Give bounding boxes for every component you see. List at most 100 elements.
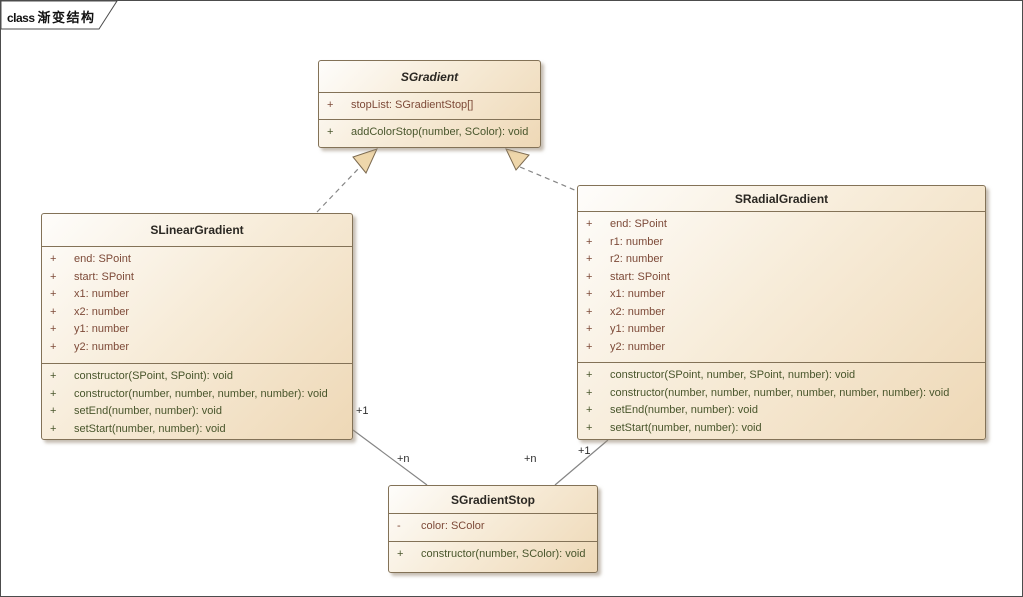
multiplicity-label-linear-target: +n: [397, 453, 410, 465]
frame-title: 渐变结构: [37, 10, 96, 25]
member-row: + constructor(SPoint, SPoint): void: [50, 368, 348, 386]
member-row: + r2: number: [586, 251, 981, 269]
association-linear-stop[interactable]: [352, 429, 428, 486]
visibility-marker: +: [50, 370, 57, 382]
visibility-marker: +: [50, 253, 57, 265]
member-row: + y1: number: [586, 321, 981, 339]
class-title: SGradient: [319, 61, 540, 93]
visibility-marker: +: [586, 270, 593, 283]
member-row: + r1: number: [586, 234, 981, 252]
attributes-compartment: + end: SPoint + start: SPoint + x1: numb…: [42, 247, 352, 364]
member-text: constructor(number, number, number, numb…: [74, 387, 328, 400]
visibility-marker: +: [586, 323, 593, 335]
inheritance-arrow-radial-icon: [505, 148, 530, 171]
member-row: - color: SColor: [397, 518, 593, 536]
member-text: y1: number: [610, 323, 666, 335]
visibility-marker: +: [586, 340, 593, 353]
member-text: setEnd(number, number): void: [74, 405, 222, 417]
class-box-sgradientstop[interactable]: SGradientStop - color: SColor + construc…: [388, 485, 598, 573]
member-row: + end: SPoint: [50, 251, 348, 269]
multiplicity-label-linear-source: +1: [356, 405, 369, 417]
frame-keyword: class: [7, 11, 35, 25]
member-row: + x2: number: [586, 304, 981, 322]
attributes-compartment: + end: SPoint + r1: number + r2: number …: [578, 212, 985, 363]
member-text: setStart(number, number): void: [74, 422, 226, 435]
methods-compartment: + constructor(SPoint, SPoint): void + co…: [42, 364, 352, 438]
member-text: y1: number: [74, 323, 130, 335]
methods-compartment: + constructor(number, SColor): void: [389, 542, 597, 564]
visibility-marker: +: [586, 369, 593, 381]
visibility-marker: +: [327, 126, 334, 138]
inheritance-arrow-linear-icon: [352, 148, 378, 174]
methods-compartment: + constructor(SPoint, number, SPoint, nu…: [578, 363, 985, 437]
member-text: x2: number: [610, 305, 666, 318]
visibility-marker: +: [586, 288, 593, 300]
member-row: + y2: number: [50, 339, 348, 357]
association-radial-stop[interactable]: [554, 439, 609, 486]
member-text: constructor(number, SColor): void: [421, 548, 586, 560]
member-text: constructor(number, number, number, numb…: [610, 386, 950, 399]
visibility-marker: +: [586, 235, 593, 248]
member-row: + setStart(number, number): void: [50, 421, 348, 439]
member-text: y2: number: [610, 340, 666, 353]
member-row: + x2: number: [50, 304, 348, 322]
visibility-marker: +: [50, 387, 57, 400]
multiplicity-label-radial-target: +n: [524, 453, 537, 465]
member-row: + y1: number: [50, 321, 348, 339]
member-row: + setEnd(number, number): void: [50, 403, 348, 421]
member-text: start: SPoint: [74, 270, 134, 283]
visibility-marker: +: [50, 305, 57, 318]
member-text: y2: number: [74, 340, 130, 353]
class-box-sradialgradient[interactable]: SRadialGradient + end: SPoint + r1: numb…: [577, 185, 986, 440]
member-row: + setStart(number, number): void: [586, 420, 981, 438]
multiplicity-label-radial-source: +1: [578, 445, 591, 457]
visibility-marker: +: [586, 218, 593, 230]
visibility-marker: +: [586, 421, 593, 434]
member-text: end: SPoint: [610, 218, 667, 230]
member-row: + constructor(SPoint, number, SPoint, nu…: [586, 367, 981, 385]
visibility-marker: +: [50, 323, 57, 335]
member-text: color: SColor: [421, 520, 485, 532]
member-row: + addColorStop(number, SColor): void: [327, 124, 536, 142]
member-text: x1: number: [610, 288, 666, 300]
member-row: + y2: number: [586, 339, 981, 357]
class-box-slineargradient[interactable]: SLinearGradient + end: SPoint + start: S…: [41, 213, 353, 440]
member-row: + constructor(number, number, number, nu…: [586, 385, 981, 403]
member-text: start: SPoint: [610, 270, 670, 283]
member-row: + end: SPoint: [586, 216, 981, 234]
member-row: + stopList: SGradientStop[]: [327, 97, 536, 115]
realization-connector-radial[interactable]: [519, 166, 578, 192]
visibility-marker: +: [586, 386, 593, 399]
visibility-marker: +: [50, 288, 57, 300]
member-text: x2: number: [74, 305, 130, 318]
visibility-marker: +: [397, 548, 404, 560]
member-text: end: SPoint: [74, 253, 131, 265]
member-row: + setEnd(number, number): void: [586, 402, 981, 420]
member-text: constructor(SPoint, number, SPoint, numb…: [610, 369, 856, 381]
member-row: + start: SPoint: [586, 269, 981, 287]
visibility-marker: +: [50, 405, 57, 417]
visibility-marker: +: [50, 422, 57, 435]
realization-connector-linear[interactable]: [316, 166, 361, 213]
member-text: stopList: SGradientStop[]: [351, 99, 474, 111]
visibility-marker: +: [586, 305, 593, 318]
member-row: + constructor(number, number, number, nu…: [50, 386, 348, 404]
class-title: SRadialGradient: [578, 186, 985, 212]
visibility-marker: +: [50, 270, 57, 283]
member-text: x1: number: [74, 288, 130, 300]
member-row: + x1: number: [50, 286, 348, 304]
class-title: SGradientStop: [389, 486, 597, 514]
member-row: + constructor(number, SColor): void: [397, 546, 593, 564]
member-text: setEnd(number, number): void: [610, 404, 758, 416]
visibility-marker: +: [586, 253, 593, 265]
member-text: r1: number: [610, 235, 664, 248]
methods-compartment: + addColorStop(number, SColor): void: [319, 120, 540, 142]
member-row: + x1: number: [586, 286, 981, 304]
member-text: constructor(SPoint, SPoint): void: [74, 370, 233, 382]
class-box-sgradient[interactable]: SGradient + stopList: SGradientStop[] + …: [318, 60, 541, 148]
visibility-marker: -: [397, 520, 401, 532]
attributes-compartment: - color: SColor: [389, 514, 597, 542]
